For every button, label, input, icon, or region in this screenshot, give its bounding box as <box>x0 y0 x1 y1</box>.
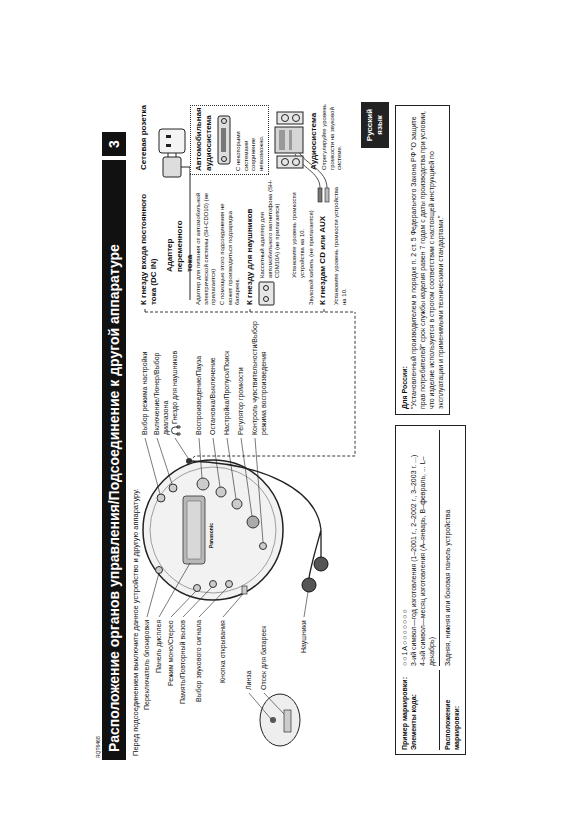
part-label: Включение/Тюнер/Выбор диапазона <box>153 317 171 435</box>
part-label: Линза <box>245 671 254 690</box>
part-label: Воспроизведение/Пауза <box>195 356 204 435</box>
device-label: Сетевая розетка <box>139 105 149 170</box>
rotated-page: Расположение органов управления/Подсоеди… <box>95 100 505 760</box>
box-text: Для России: <box>400 111 409 409</box>
connection-heading: К гнезду для наушников <box>245 209 255 305</box>
volume-note: Установите уровень громкости устройства … <box>333 185 348 305</box>
part-label: Отсек для батареек <box>260 626 269 690</box>
open-lid <box>260 694 300 746</box>
connection-paths <box>145 308 355 461</box>
audio-system <box>275 112 303 168</box>
page-number-box: 3 <box>102 132 126 156</box>
volume-note: Установите уровень громкости устройства … <box>291 178 306 278</box>
part-label: Наушники <box>300 620 309 653</box>
part-label: Гнездо для наушников <box>171 351 180 424</box>
box-text: ○○1А○○○○○○○ <box>400 430 409 666</box>
box-text: Задняя, нижняя или боковая панель устрой… <box>439 430 461 666</box>
marking-box: Пример маркировки: ○○1А○○○○○○○Элементы ко… <box>395 425 466 755</box>
box-text: Русский язык <box>365 104 385 146</box>
document-code: RQT6468 <box>95 736 101 758</box>
page-title: Расположение органов управления/Подсоеди… <box>102 244 126 752</box>
part-label: Переключатель блокировки <box>143 620 152 710</box>
part-label: Выбор звукового сигнала <box>195 620 204 702</box>
car-audio-box: Автомобильная аудиосистема С некоторыми с… <box>190 105 269 175</box>
instruction-note: Перед подсоединением выключите данное ус… <box>131 489 140 756</box>
headphone-symbol <box>172 426 181 435</box>
part-label: Регулятор громкости <box>237 367 246 435</box>
leader-lines <box>145 438 308 719</box>
connection-heading: К гнездам CD или AUX <box>318 216 328 305</box>
earphones <box>191 461 328 592</box>
accessory-note: Звуковой кабель (не прилагается) <box>308 210 316 305</box>
part-label: Остановка/Выключение <box>209 357 218 435</box>
language-tab: Русский язык <box>361 102 389 148</box>
box-text: 4-ый символ—месяц изготовления (А–январь… <box>418 430 436 666</box>
device-label: Аудиосистема <box>309 113 319 170</box>
wall-outlet <box>159 129 185 153</box>
accessory-note: Адаптер для питания от автомобильной эле… <box>195 185 218 305</box>
car-radio-icon <box>215 110 233 170</box>
brand-logo: Panasonic <box>208 523 214 548</box>
part-label: Выбор режима настройки <box>141 351 150 435</box>
volume-note: Отрегулируйте уровень громкости на звуко… <box>321 104 344 170</box>
box-text: 3 <box>102 132 126 156</box>
box-text: Автомобильная аудиосистема <box>194 109 213 171</box>
box-text: Элементы кода: <box>409 670 418 750</box>
part-label: Контроль чувствительности/Выбор режима в… <box>251 320 269 435</box>
box-text: Пример маркировки: <box>400 670 409 750</box>
note-box: Для России:"Установленный производителем… <box>395 105 450 415</box>
part-label: Память/Повторный вызов <box>179 620 188 704</box>
box-text: 3-ий символ—год изготовления (1–2001 г.,… <box>409 430 418 666</box>
box-text: "Установленный производителем в порядке … <box>409 111 445 409</box>
cassette-adapter <box>259 282 274 305</box>
connection-heading: К гнезду входа постоянного тока (DC IN) <box>139 185 159 305</box>
device-label: Адаптер переменного тока <box>165 207 195 272</box>
part-label: Режим моно/Стерео <box>167 620 176 686</box>
part-label: Панель дисплея <box>155 620 164 673</box>
box-text: С некоторыми системами соединение невозм… <box>235 109 265 171</box>
title-band <box>102 160 126 760</box>
box-text: Расположение маркировки: <box>439 670 461 750</box>
accessory-note: С помощью этого подсоединения не может п… <box>219 185 242 305</box>
part-label: Настройка/Пропуск/Поиск <box>223 351 232 435</box>
part-label: Кнопка открывания <box>219 620 228 683</box>
accessory-note: Кассетный адаптер для автомобильного маг… <box>259 178 282 278</box>
